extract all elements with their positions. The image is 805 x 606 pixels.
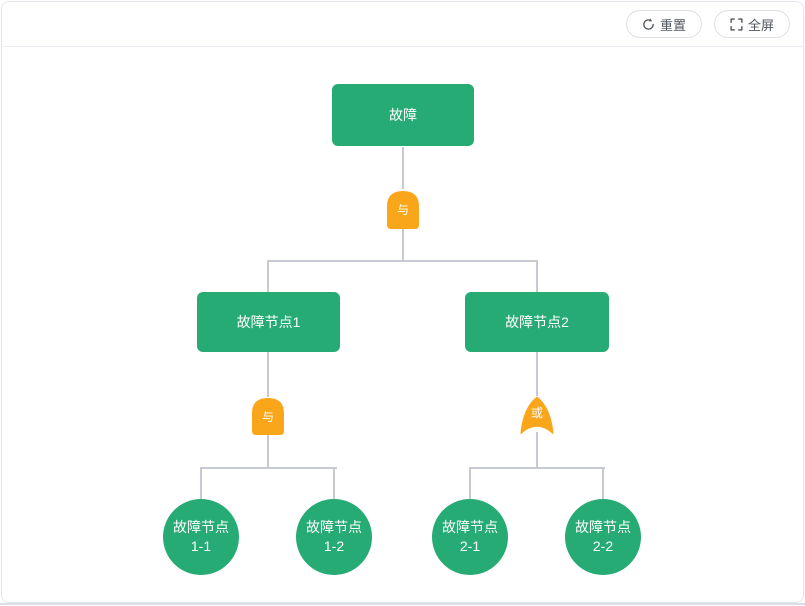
tree-leaf-1-1[interactable]: 故障节点1-1 <box>163 499 239 575</box>
connector <box>200 469 202 499</box>
connector <box>536 432 538 468</box>
or-gate-node2[interactable]: 或 <box>520 396 554 434</box>
tree-leaf-1-2[interactable]: 故障节点1-2 <box>296 499 372 575</box>
tree-leaf-1-1-label: 故障节点1-1 <box>173 519 229 554</box>
connector <box>602 469 604 499</box>
and-gate-root-label: 与 <box>396 203 409 217</box>
connector <box>536 262 538 292</box>
tree-node-2[interactable]: 故障节点2 <box>465 292 609 352</box>
bottom-divider <box>0 603 805 605</box>
fullscreen-button-label: 全屏 <box>747 17 774 33</box>
connector <box>267 262 269 292</box>
tree-leaf-2-1[interactable]: 故障节点2-1 <box>432 499 508 575</box>
connector <box>267 260 538 262</box>
connector <box>200 467 337 469</box>
or-gate-node2-label: 或 <box>530 405 543 420</box>
tree-node-2-label: 故障节点2 <box>505 314 569 330</box>
connector <box>267 352 269 397</box>
connector <box>469 469 471 499</box>
fullscreen-button[interactable]: 全屏 <box>713 10 790 38</box>
connector <box>267 434 269 468</box>
tree-node-root-label: 故障 <box>389 107 417 123</box>
tree-node-1[interactable]: 故障节点1 <box>197 292 340 352</box>
tree-node-1-label: 故障节点1 <box>236 314 301 330</box>
tree-leaf-1-2-label: 故障节点1-2 <box>306 519 362 554</box>
and-gate-node1[interactable]: 与 <box>251 397 285 435</box>
and-gate-node1-label: 与 <box>261 409 274 424</box>
toolbar: 重置 全屏 <box>2 2 803 47</box>
tree-leaf-2-2-label: 故障节点2-2 <box>575 519 631 554</box>
connector <box>402 229 404 262</box>
fullscreen-icon <box>730 17 743 31</box>
and-gate-root[interactable]: 与 <box>386 190 420 229</box>
connector <box>536 352 538 396</box>
reset-button[interactable]: 重置 <box>625 10 702 38</box>
tree-leaf-2-2[interactable]: 故障节点2-2 <box>565 499 641 575</box>
reset-button-label: 重置 <box>659 17 686 33</box>
tree-leaf-2-1-label: 故障节点2-1 <box>442 519 498 554</box>
refresh-icon <box>642 17 655 31</box>
connector <box>469 467 605 469</box>
connector <box>333 469 335 499</box>
tree-node-root[interactable]: 故障 <box>332 84 474 146</box>
connector <box>402 147 404 189</box>
